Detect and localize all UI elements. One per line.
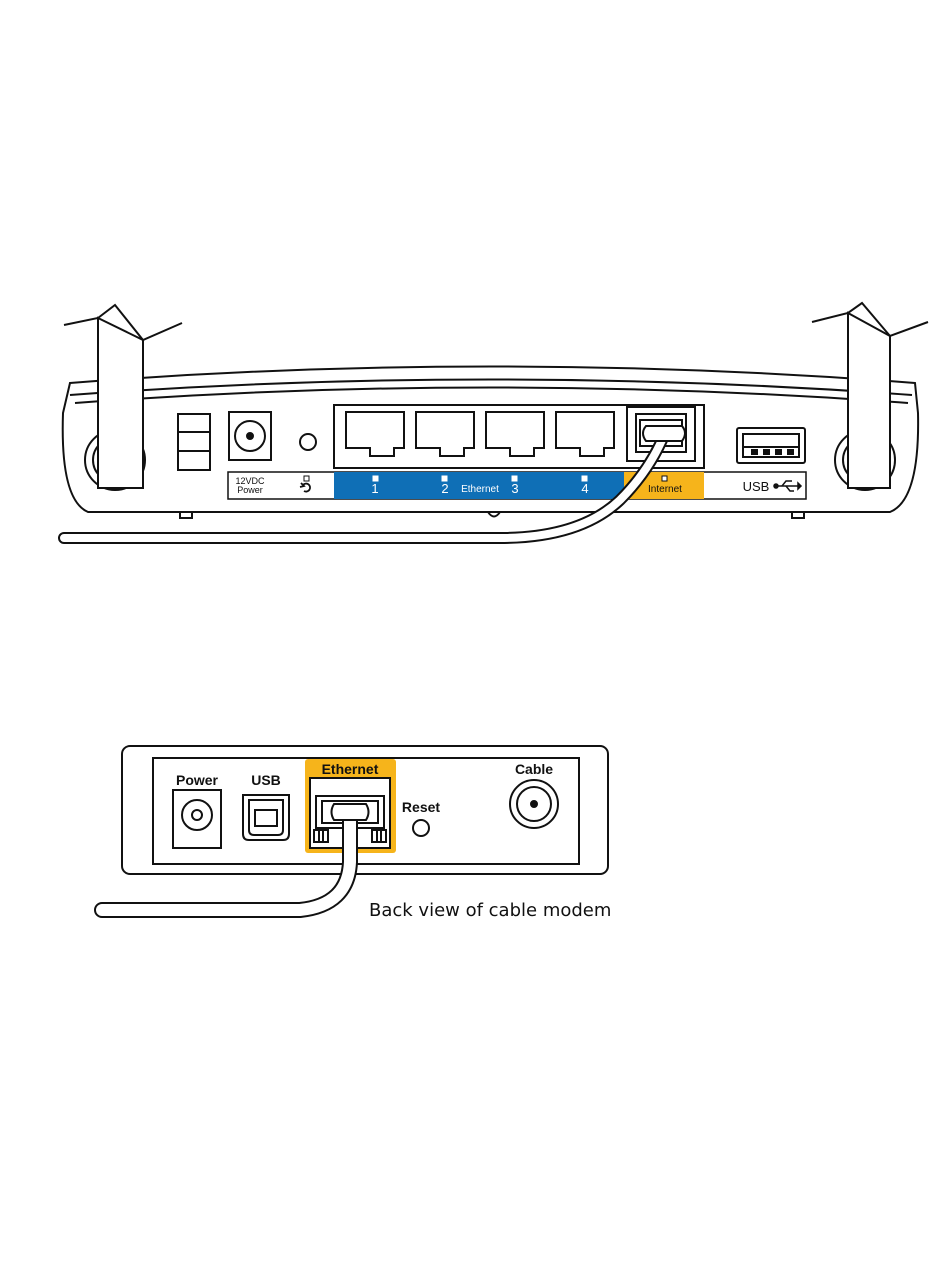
modem-coax-port xyxy=(510,780,558,828)
router-power-label-bottom: Power xyxy=(237,485,263,495)
modem-ethernet-label: Ethernet xyxy=(322,761,379,777)
modem-cable-label: Cable xyxy=(515,761,553,777)
router-usb-port xyxy=(737,428,805,463)
modem-power-port xyxy=(173,790,221,848)
modem-usb-port xyxy=(243,795,289,840)
modem-reset-label: Reset xyxy=(402,799,440,815)
power-jack xyxy=(229,412,271,460)
power-switch xyxy=(178,414,210,470)
modem-caption: Back view of cable modem xyxy=(369,900,611,921)
reset-button xyxy=(300,434,316,450)
router-usb-label: USB xyxy=(743,479,770,494)
modem-usb-label: USB xyxy=(251,772,281,788)
modem-power-label: Power xyxy=(176,772,219,788)
internet-led xyxy=(662,476,667,481)
ethernet-port-number-4: 4 xyxy=(581,481,588,496)
internet-band-label: Internet xyxy=(648,484,682,495)
ethernet-band-label: Ethernet xyxy=(461,484,499,495)
ethernet-port-number-3: 3 xyxy=(511,481,518,496)
reset-led xyxy=(304,476,309,481)
modem-reset-button xyxy=(413,820,429,836)
ethernet-port-number-2: 2 xyxy=(441,481,448,496)
ethernet-port-number-1: 1 xyxy=(371,481,378,496)
